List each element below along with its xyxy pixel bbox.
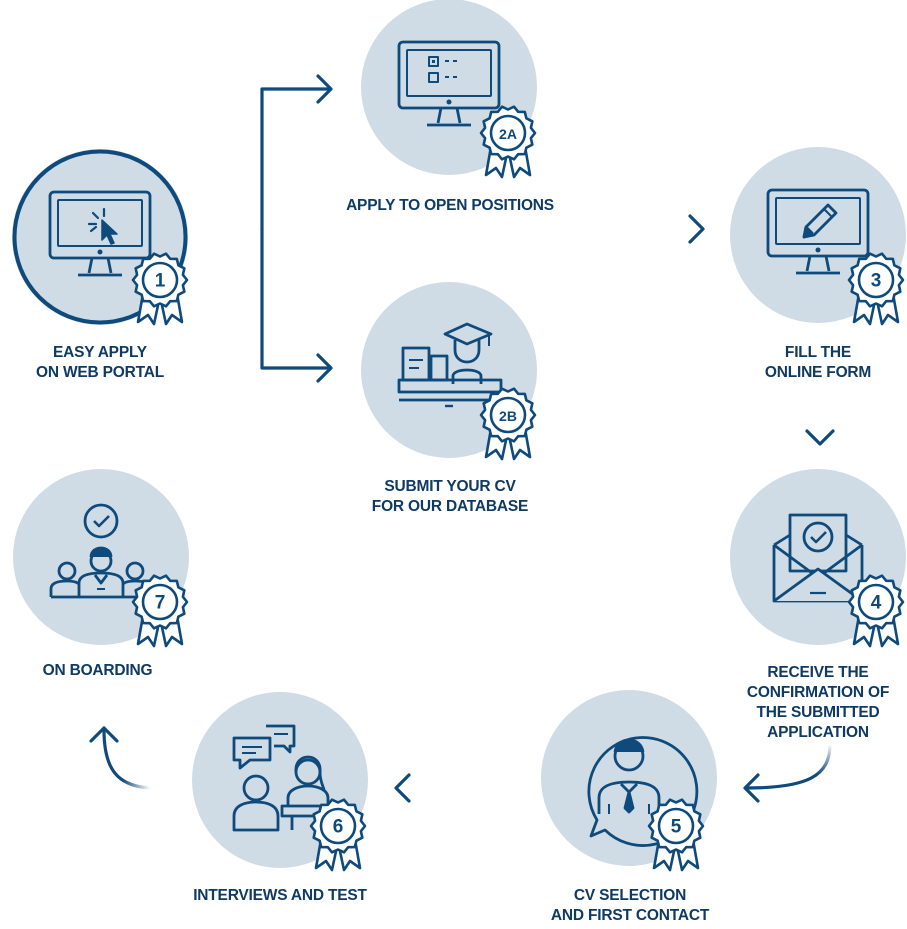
connector-4-to-5 <box>744 742 832 790</box>
step-4-badge: 4 <box>847 574 905 648</box>
arrowhead-4 <box>805 429 835 446</box>
step-2b-label-line: SUBMIT YOUR CV <box>384 478 516 495</box>
envelope-check-icon <box>772 513 864 603</box>
arrowhead-6 <box>394 773 411 803</box>
graduate-books-icon <box>397 322 503 408</box>
step-3-label-line: FILL THE <box>784 344 852 361</box>
person-speech-icon <box>587 736 699 847</box>
step-2b-badge: 2B <box>479 387 537 461</box>
connectors <box>89 74 835 803</box>
step-7-badge-number: 7 <box>155 593 166 614</box>
step-3-badge: 3 <box>847 252 905 326</box>
connector-6-to-7 <box>102 728 152 790</box>
step-7-label-line: ON BOARDING <box>42 662 153 679</box>
step-5-badge-number: 5 <box>671 817 682 838</box>
step-4-label-line: THE SUBMITTED <box>756 704 880 721</box>
monitor-checklist-icon <box>397 40 501 127</box>
step-2a-label-line: APPLY TO OPEN POSITIONS <box>346 197 554 214</box>
step-3-badge-number: 3 <box>871 271 882 292</box>
step-4-label-line: APPLICATION <box>767 724 869 741</box>
step-4-label-line: RECEIVE THE <box>767 664 869 681</box>
arrowhead-5 <box>743 773 760 803</box>
step-7-badge: 7 <box>131 574 189 648</box>
step-1-label: EASY APPLY ON WEB PORTAL <box>10 343 190 383</box>
arrowhead-2a <box>316 74 333 104</box>
arrowhead-2b <box>316 353 333 383</box>
step-6-badge: 6 <box>309 798 367 872</box>
connector-1-to-2a <box>260 87 332 231</box>
step-1-badge: 1 <box>131 252 189 326</box>
step-6-label-line: INTERVIEWS AND TEST <box>193 887 367 904</box>
step-5-label-line: CV SELECTION <box>573 887 687 904</box>
step-2a-label: APPLY TO OPEN POSITIONS <box>320 196 580 216</box>
step-2b-badge-number: 2B <box>499 408 517 424</box>
step-4-label: RECEIVE THE CONFIRMATION OF THE SUBMITTE… <box>728 663 907 743</box>
step-4-badge-number: 4 <box>871 593 882 614</box>
monitor-click-icon <box>48 190 152 277</box>
step-6-badge-number: 6 <box>333 817 344 838</box>
step-3-label: FILL THE ONLINE FORM <box>728 343 907 383</box>
step-1-label-line: ON WEB PORTAL <box>36 364 164 381</box>
step-1-label-line: EASY APPLY <box>53 344 147 361</box>
step-2b-label: SUBMIT YOUR CV FOR OUR DATABASE <box>330 477 570 517</box>
badges: 1 2A 2B 3 4 5 6 7 <box>131 105 905 872</box>
step-1-badge-number: 1 <box>155 271 166 292</box>
step-2a-badge-number: 2A <box>499 126 517 142</box>
step-5-label: CV SELECTION AND FIRST CONTACT <box>530 886 730 926</box>
step-5-label-line: AND FIRST CONTACT <box>550 907 710 924</box>
interview-chat-icon <box>232 724 336 832</box>
arrowhead-7 <box>89 726 119 743</box>
step-2b-label-line: FOR OUR DATABASE <box>371 498 529 515</box>
step-6-label: INTERVIEWS AND TEST <box>160 886 400 906</box>
monitor-pencil-icon <box>766 188 870 275</box>
step-2a-badge: 2A <box>479 105 537 179</box>
step-7-label: ON BOARDING <box>10 661 185 681</box>
step-4-label-line: CONFIRMATION OF <box>746 684 890 701</box>
step-5-badge: 5 <box>647 798 705 872</box>
connector-1-to-2b <box>260 227 332 370</box>
arrowhead-3 <box>688 214 705 244</box>
step-3-label-line: ONLINE FORM <box>764 364 872 381</box>
